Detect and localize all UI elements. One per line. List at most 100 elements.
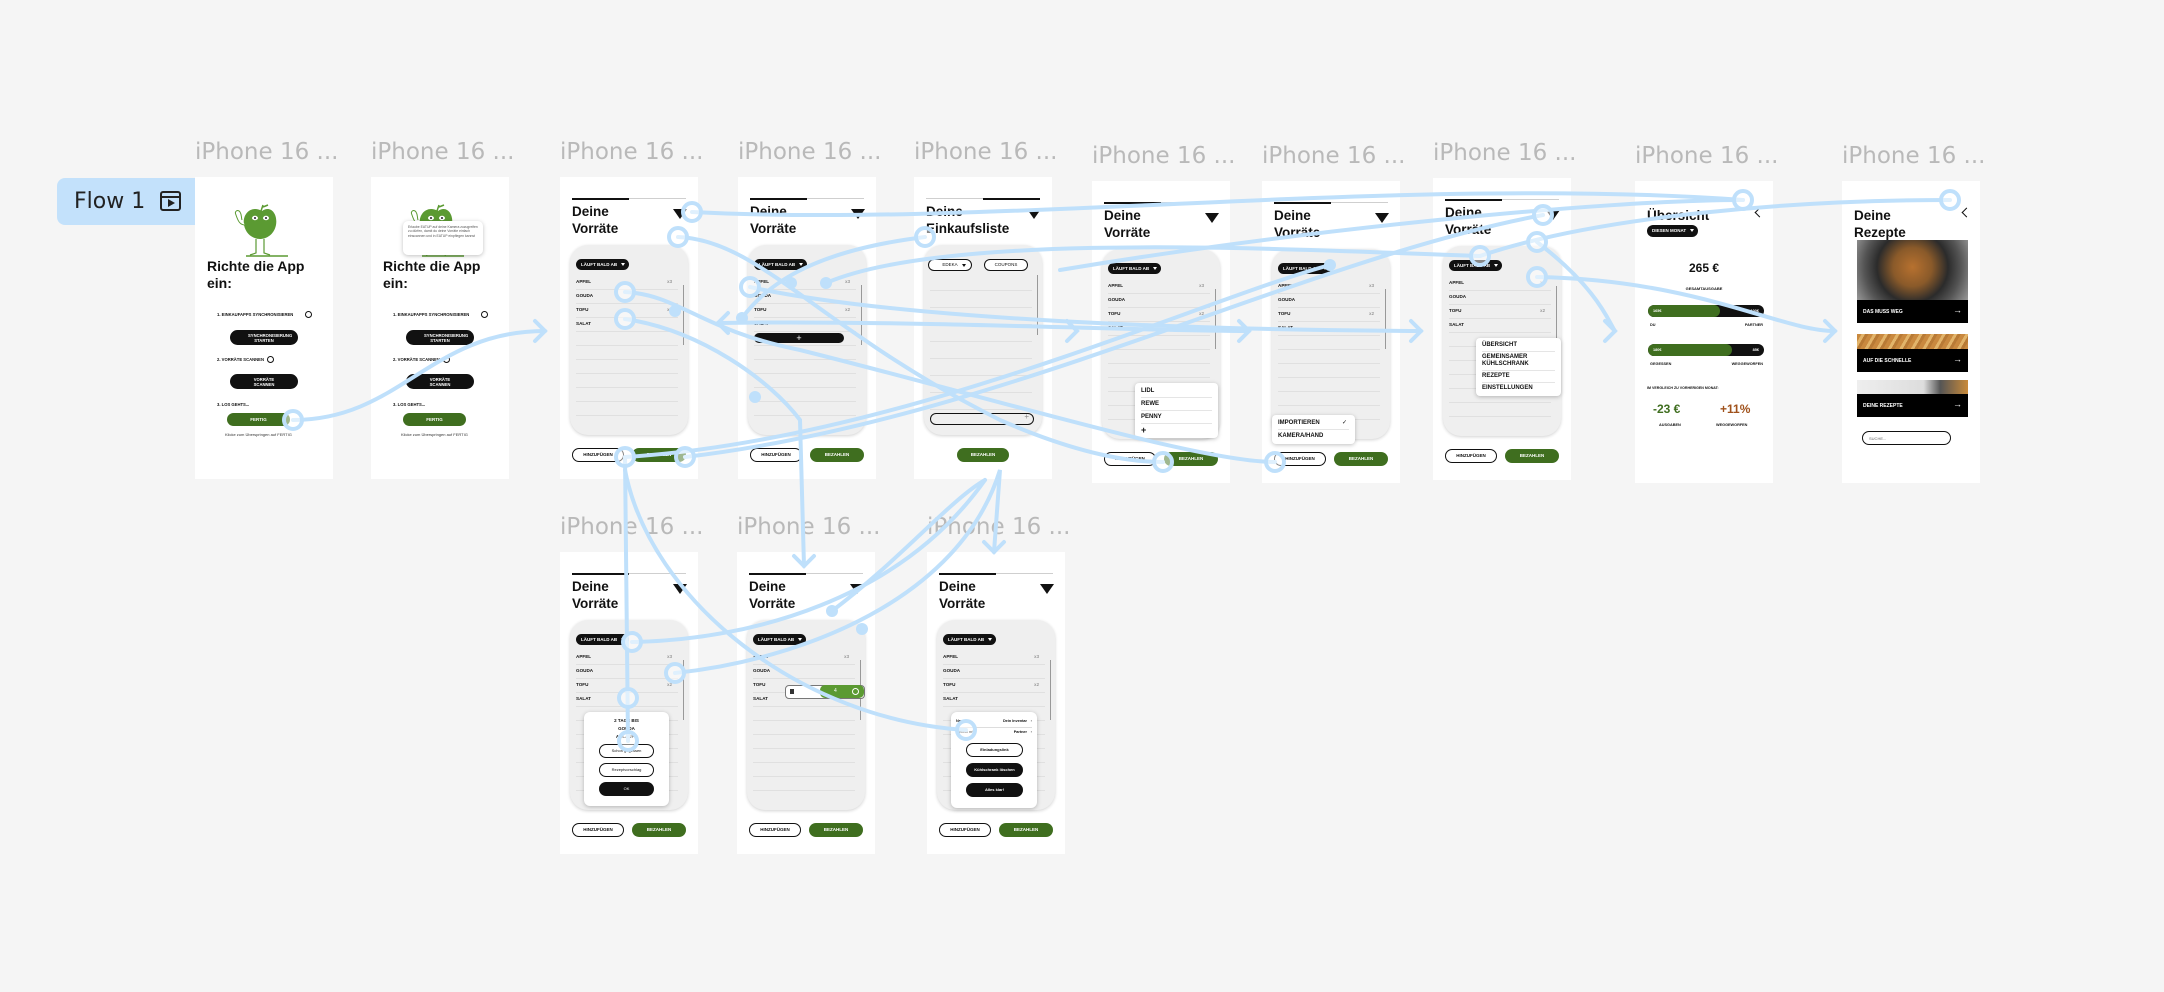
info-icon[interactable] — [267, 356, 274, 363]
modal-button[interactable]: Einladungslink — [966, 743, 1023, 757]
frame-label[interactable]: iPhone 16 ... — [914, 139, 1058, 165]
list-item[interactable] — [1278, 335, 1380, 350]
frame-label[interactable]: iPhone 16 ... — [737, 514, 881, 540]
add-item-input[interactable]: + — [930, 412, 1034, 425]
menu-toggle-icon[interactable] — [850, 584, 864, 594]
list-item[interactable]: GOUDA — [1278, 293, 1380, 308]
list-item[interactable] — [576, 387, 678, 402]
add-button[interactable]: HINZUFÜGEN — [749, 823, 801, 837]
list-item[interactable] — [754, 359, 856, 374]
scrollbar[interactable] — [860, 285, 862, 345]
list-item[interactable] — [1108, 349, 1210, 364]
menu-toggle-icon[interactable] — [1027, 209, 1041, 219]
list-item[interactable] — [753, 776, 855, 791]
list-item[interactable]: GOUDA — [576, 289, 678, 304]
phone-frame[interactable]: Richte die App ein:1. EINKAUFAPPS SYNCHR… — [195, 177, 333, 479]
settings-row[interactable]: Geteilt mit:Partner› — [956, 728, 1032, 738]
recipe-card[interactable]: DAS MUSS WEG→ — [1857, 240, 1968, 323]
list-item[interactable] — [753, 734, 855, 749]
frame-label[interactable]: iPhone 16 ... — [371, 139, 515, 165]
filter-dropdown[interactable]: LÄUFT BALD AB — [576, 259, 630, 270]
list-item[interactable]: SALAT — [943, 692, 1045, 707]
filter-dropdown[interactable]: LÄUFT BALD AB — [576, 634, 630, 645]
confirm-icon[interactable] — [852, 688, 859, 695]
list-item[interactable]: SALAT — [1449, 318, 1551, 333]
done-button[interactable]: FERTIG — [403, 413, 466, 426]
list-item[interactable] — [1278, 363, 1380, 378]
scrollbar[interactable] — [1036, 275, 1038, 335]
menu-toggle-icon[interactable] — [1205, 213, 1219, 223]
filter-dropdown[interactable]: LÄUFT BALD AB — [1449, 260, 1503, 271]
menu-toggle-icon[interactable] — [1375, 213, 1389, 223]
menu-item[interactable]: EINSTELLUNGEN — [1482, 383, 1555, 394]
search-input[interactable]: SUCHE... — [1862, 431, 1951, 445]
frame-label[interactable]: iPhone 16 ... — [1842, 143, 1986, 169]
list-item[interactable] — [754, 373, 856, 388]
list-item[interactable]: SALAT — [1108, 321, 1210, 336]
pay-button[interactable]: BEZAHLEN — [957, 448, 1009, 462]
menu-toggle-icon[interactable] — [1040, 584, 1054, 594]
list-item[interactable] — [930, 290, 1032, 308]
pay-button[interactable]: BEZAHLEN — [1505, 449, 1559, 463]
recipe-card[interactable]: AUF DIE SCHNELLE→ — [1857, 334, 1968, 372]
recipe-card[interactable]: DEINE REZEPTE→ — [1857, 380, 1968, 417]
add-item-row-button[interactable]: + — [754, 333, 844, 343]
list-item[interactable]: SALAT — [576, 317, 678, 332]
delete-icon[interactable] — [790, 689, 794, 694]
modal-button[interactable]: Kühlschrank löschen — [966, 763, 1023, 777]
frame-label[interactable]: iPhone 16 ... — [560, 514, 704, 540]
menu-item[interactable]: PENNY — [1141, 411, 1212, 424]
list-item[interactable]: GOUDA — [1108, 293, 1210, 308]
add-button[interactable]: HINZUFÜGEN — [572, 448, 624, 462]
list-item[interactable] — [753, 706, 855, 721]
plus-icon[interactable]: + — [1024, 412, 1029, 421]
list-item[interactable] — [1449, 402, 1551, 417]
flow-start-badge[interactable]: Flow 1 — [57, 178, 195, 225]
filter-dropdown[interactable]: LÄUFT BALD AB — [943, 634, 997, 645]
menu-toggle-icon[interactable] — [1546, 210, 1560, 220]
setup-step-button[interactable]: SYNCHRONISIERUNG STARTEN — [406, 330, 474, 345]
scrollbar[interactable] — [1384, 289, 1386, 349]
scrollbar[interactable] — [1049, 660, 1051, 720]
list-item[interactable] — [753, 748, 855, 763]
menu-item[interactable]: + — [1141, 424, 1212, 436]
list-item[interactable] — [753, 762, 855, 777]
add-button[interactable]: HINZUFÜGEN — [572, 823, 624, 837]
frame-label[interactable]: iPhone 16 ... — [560, 139, 704, 165]
menu-toggle-icon[interactable] — [851, 209, 865, 219]
info-icon[interactable] — [481, 311, 488, 318]
frame-label[interactable]: iPhone 16 ... — [1635, 143, 1779, 169]
menu-item[interactable]: KAMERA/HAND — [1278, 430, 1349, 442]
list-item[interactable]: GOUDA — [1449, 290, 1551, 305]
play-frame-icon[interactable] — [160, 191, 181, 211]
list-item[interactable] — [1108, 335, 1210, 350]
scrollbar[interactable] — [1214, 289, 1216, 349]
done-button[interactable]: FERTIG — [227, 413, 290, 426]
filter-dropdown[interactable]: LÄUFT BALD AB — [754, 259, 808, 270]
list-item[interactable] — [930, 358, 1032, 376]
store-dropdown[interactable]: EDEKA — [928, 259, 972, 271]
menu-item[interactable]: GEMEINSAMER KÜHLSCHRANK — [1482, 352, 1555, 371]
list-item[interactable] — [754, 345, 856, 360]
list-item[interactable] — [930, 324, 1032, 342]
info-icon[interactable] — [443, 356, 450, 363]
frame-label[interactable]: iPhone 16 ... — [738, 139, 882, 165]
frame-label[interactable]: iPhone 16 ... — [195, 139, 339, 165]
menu-item[interactable]: ÜBERSICHT — [1482, 340, 1555, 352]
add-button[interactable]: HINZUFÜGEN — [939, 823, 991, 837]
